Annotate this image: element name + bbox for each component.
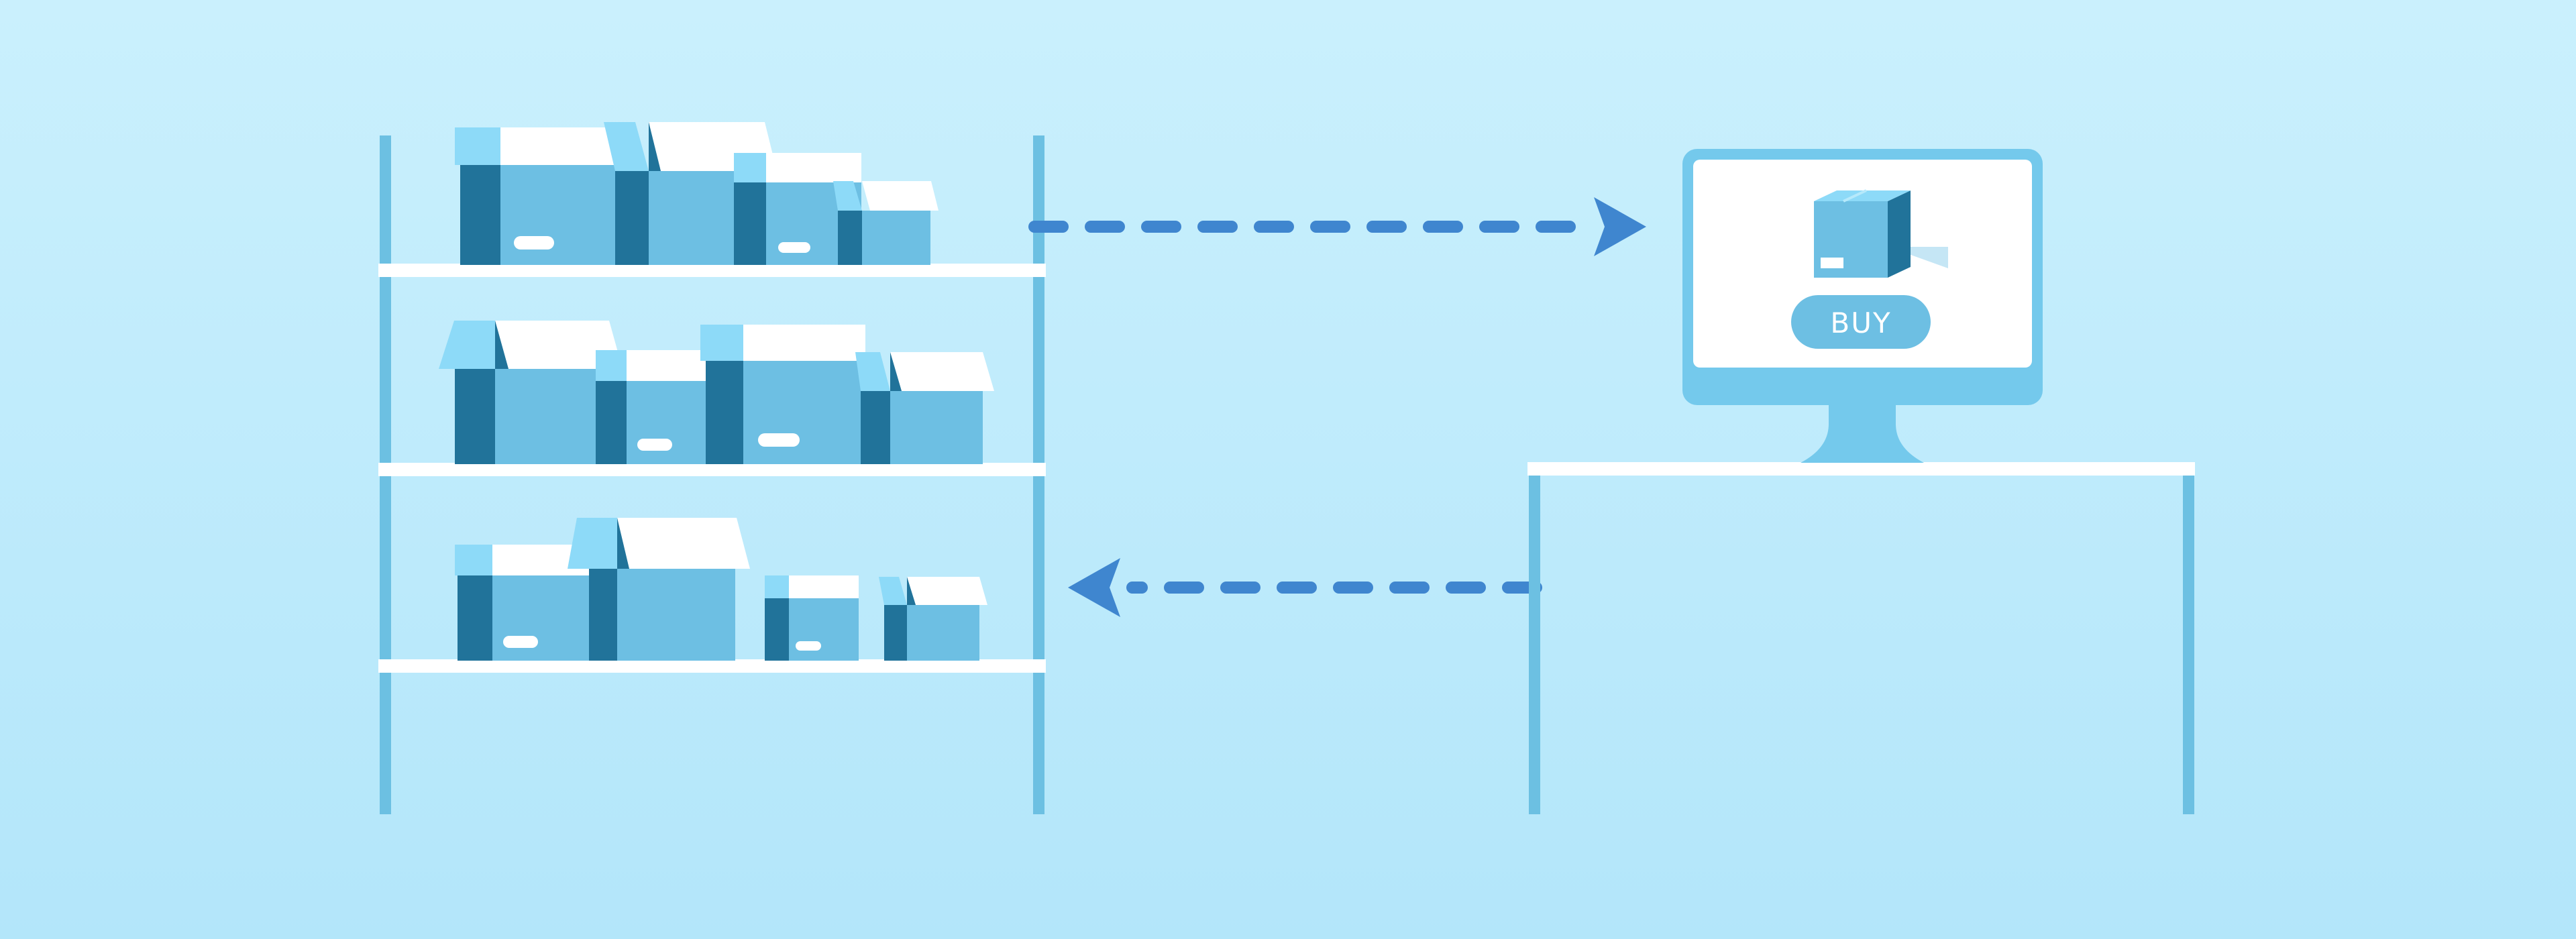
box-icon [568, 518, 750, 661]
box-icon [833, 181, 938, 265]
desk-leg-left [1529, 470, 1540, 814]
desk-top [1527, 462, 2195, 476]
box-icon [455, 127, 621, 265]
buy-button-label: BUY [1830, 307, 1891, 339]
shelf-board-middle [378, 463, 1046, 476]
warehouse-shelf [378, 135, 1046, 814]
box-icon [596, 350, 722, 464]
arrow-left-icon [1068, 558, 1542, 617]
box-icon [855, 352, 994, 464]
box-icon [439, 321, 623, 464]
box-icon [1814, 189, 1948, 278]
desk [1527, 462, 2195, 814]
shelf-board-top [378, 264, 1046, 277]
desk-leg-right [2183, 470, 2194, 814]
box-icon [765, 575, 859, 661]
buy-button[interactable]: BUY [1791, 295, 1931, 349]
arrow-right-icon [1028, 197, 1646, 256]
box-icon [879, 577, 987, 661]
computer-monitor-icon: BUY [1682, 149, 2043, 463]
box-icon [700, 325, 865, 464]
shelf-board-bottom [378, 659, 1046, 673]
